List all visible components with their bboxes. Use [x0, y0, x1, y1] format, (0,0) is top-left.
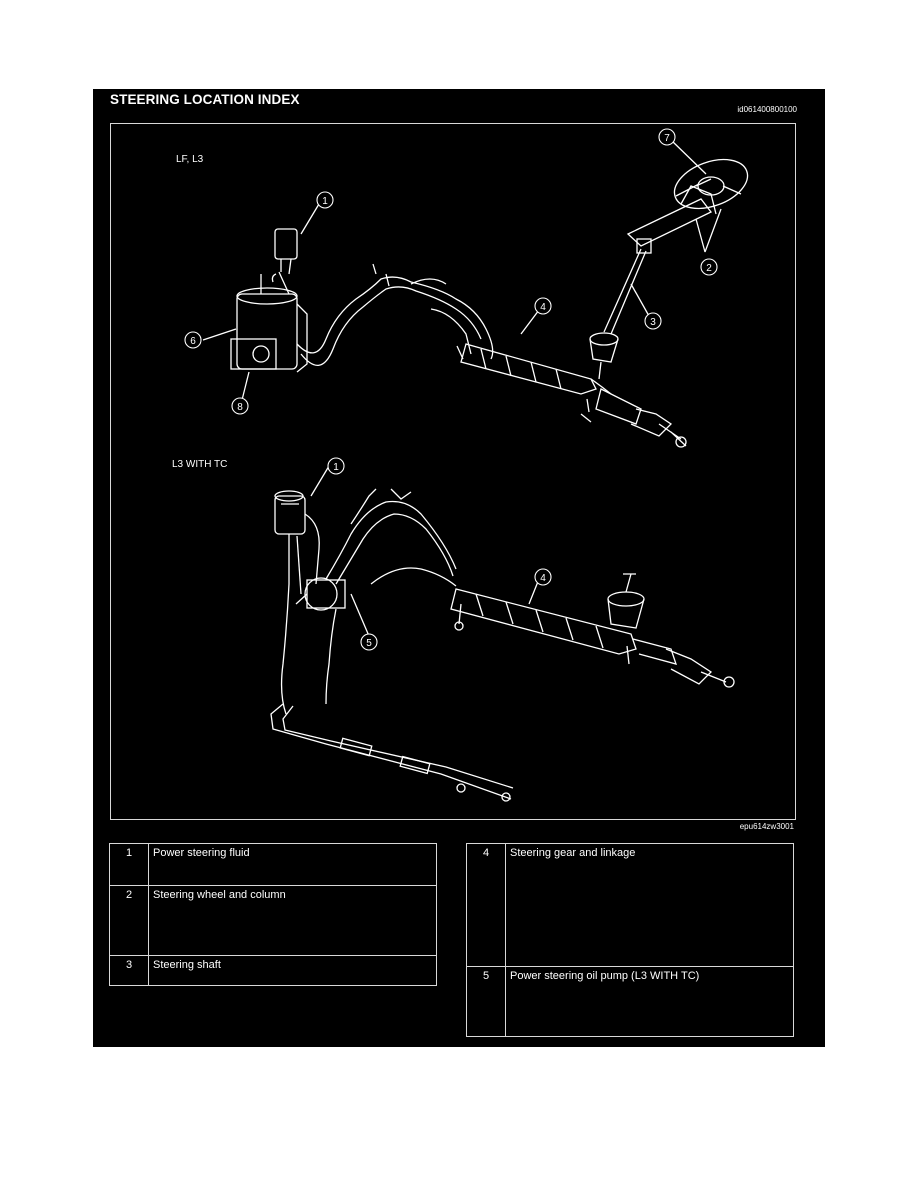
pump-lower [295, 577, 346, 611]
callout-text-upper-3: 3 [650, 317, 656, 328]
legend-number: 1 [109, 843, 149, 886]
page-title: STEERING LOCATION INDEX [110, 92, 300, 107]
legend-label: Steering wheel and column [148, 885, 437, 956]
steering-wheel [673, 158, 749, 210]
callout-upper-4 [534, 297, 552, 315]
figure-code: epu614zw3001 [739, 822, 794, 831]
legend-label: Power steering oil pump (L3 WITH TC) [505, 966, 794, 1037]
pinion-lower [607, 573, 645, 629]
steering-shaft [603, 238, 652, 335]
callout-lower-5 [360, 633, 378, 651]
legend-label: Steering shaft [148, 955, 437, 986]
legend-number: 3 [109, 955, 149, 986]
callout-text-upper-4: 4 [540, 302, 546, 313]
electric-pump-unit [230, 271, 308, 373]
callout-text-lower-4: 4 [540, 573, 546, 584]
legend-number: 5 [466, 966, 506, 1037]
callout-lower-4 [534, 568, 552, 586]
legend-row: 5 Power steering oil pump (L3 WITH TC) [466, 966, 794, 1037]
legend-label: Steering gear and linkage [505, 843, 794, 967]
reservoir-lower [274, 490, 306, 535]
steering-column [626, 178, 717, 247]
return-line [270, 703, 514, 802]
callout-text-lower-1: 1 [333, 462, 339, 473]
callout-text-upper-7: 7 [664, 133, 670, 144]
callout-upper-7 [658, 128, 676, 146]
callout-text-upper-2: 2 [706, 263, 712, 274]
reservoir-upper [271, 228, 298, 283]
legend-number: 2 [109, 885, 149, 956]
steering-rack-upper [456, 343, 687, 448]
callout-upper-2 [700, 258, 718, 276]
legend-row: 2 Steering wheel and column [109, 885, 437, 956]
document-id: id061400800100 [737, 105, 797, 114]
pinion-upper [589, 332, 619, 380]
legend-label: Power steering fluid [148, 843, 437, 886]
legend-table-right: 4 Steering gear and linkage 5 Power stee… [466, 843, 794, 1037]
callout-text-upper-8: 8 [237, 402, 243, 413]
steering-rack-lower [450, 588, 735, 688]
callout-upper-6 [184, 331, 202, 349]
legend-row: 3 Steering shaft [109, 955, 437, 986]
section-label-lower: L3 WITH TC [172, 459, 228, 470]
callout-upper-8 [231, 397, 249, 415]
document-panel: STEERING LOCATION INDEX id061400800100 L… [93, 89, 825, 1047]
callout-text-upper-1: 1 [322, 196, 328, 207]
callout-text-lower-5: 5 [366, 638, 372, 649]
legend-row: 1 Power steering fluid [109, 843, 437, 886]
steering-diagram: 1 2 3 4 6 7 8 1 4 5 [184, 128, 749, 802]
callout-lower-1 [327, 457, 345, 475]
section-label-upper: LF, L3 [176, 154, 204, 165]
callout-upper-3 [644, 312, 662, 330]
legend-row: 4 Steering gear and linkage [466, 843, 794, 967]
legend-table-left: 1 Power steering fluid 2 Steering wheel … [109, 843, 437, 986]
hoses-lower [280, 488, 457, 715]
callout-upper-1 [316, 191, 334, 209]
hoses-upper [296, 263, 494, 366]
legend-number: 4 [466, 843, 506, 967]
callout-text-upper-6: 6 [190, 336, 196, 347]
steering-illustration: LF, L3 L3 WITH TC [110, 123, 796, 820]
